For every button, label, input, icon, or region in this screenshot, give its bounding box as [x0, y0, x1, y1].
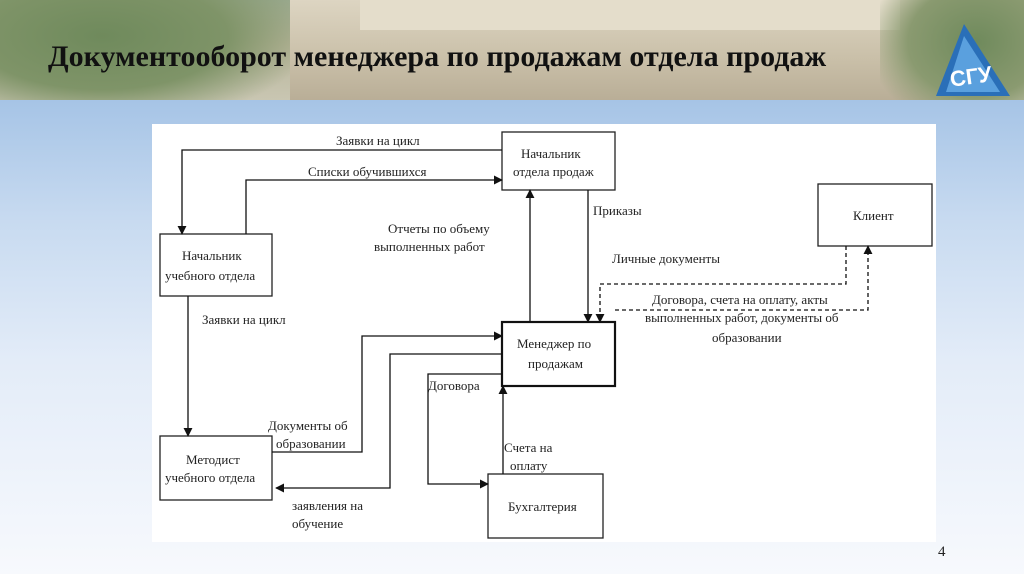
slide-title: Документооборот менеджера по продажам от…: [48, 40, 827, 73]
node-accounting: Бухгалтерия: [508, 499, 577, 514]
edge-label-reports-line1: Отчеты по объему: [388, 221, 490, 236]
node-head-edu-line1: Начальник: [182, 248, 242, 263]
edge-requests-top: [177, 149, 502, 235]
diagram-lines: [159, 131, 933, 539]
node-manager-line2: продажам: [528, 356, 583, 371]
node-manager-line1: Менеджер по: [517, 336, 592, 351]
edge-label-contracts-client-line3: образовании: [712, 330, 782, 345]
edge-label-contracts: Договора: [428, 378, 480, 393]
edge-edu-docs: [272, 331, 503, 453]
node-methodist-line2: учебного отдела: [165, 470, 256, 485]
logo-text: СГУ: [948, 61, 993, 92]
edge-label-personal-docs: Личные документы: [612, 251, 720, 266]
edge-label-students-list: Списки обучившихся: [308, 164, 427, 179]
edge-label-requests-top: Заявки на цикл: [336, 133, 420, 148]
box-manager: [500, 320, 617, 388]
edge-label-edu-docs-line2: образовании: [276, 436, 346, 451]
edge-label-invoices-line1: Счета на: [504, 440, 553, 455]
box-methodist: [159, 435, 273, 501]
box-accounting: [487, 473, 604, 539]
box-head-edu: [159, 233, 273, 297]
header-trees-left: [0, 0, 300, 100]
logo-inner-triangle: [946, 36, 1000, 92]
edge-label-edu-docs-line1: Документы об: [268, 418, 348, 433]
document-flow-diagram: Начальник отдела продаж Начальник учебно…: [152, 124, 936, 542]
node-head-sales-line1: Начальник: [521, 146, 581, 161]
edge-contracts: [427, 373, 502, 489]
node-methodist-line1: Методист: [186, 452, 240, 467]
node-head-sales-line2: отдела продаж: [513, 164, 594, 179]
edge-personal-docs: [595, 246, 847, 323]
edge-label-applications-line2: обучение: [292, 516, 344, 531]
edge-applications: [275, 353, 502, 493]
edge-label-requests-left: Заявки на цикл: [202, 312, 286, 327]
edge-label-invoices-line2: оплату: [510, 458, 548, 473]
node-client: Клиент: [853, 208, 894, 223]
edge-label-reports-line2: выполненных работ: [374, 239, 485, 254]
edge-label-applications-line1: заявления на: [292, 498, 363, 513]
edge-label-orders: Приказы: [593, 203, 642, 218]
edge-students-list: [245, 175, 503, 234]
node-head-edu-line2: учебного отдела: [165, 268, 256, 283]
edge-contracts-client: [615, 245, 873, 311]
university-logo: СГУ: [936, 24, 1010, 96]
edge-label-contracts-client-line1: Договора, счета на оплату, акты: [652, 292, 828, 307]
box-head-sales: [501, 131, 616, 191]
box-client: [817, 183, 933, 247]
header-building-roof: [360, 0, 900, 30]
edge-label-contracts-client-line2: выполненных работ, документы об: [645, 310, 839, 325]
page-number: 4: [938, 544, 946, 560]
